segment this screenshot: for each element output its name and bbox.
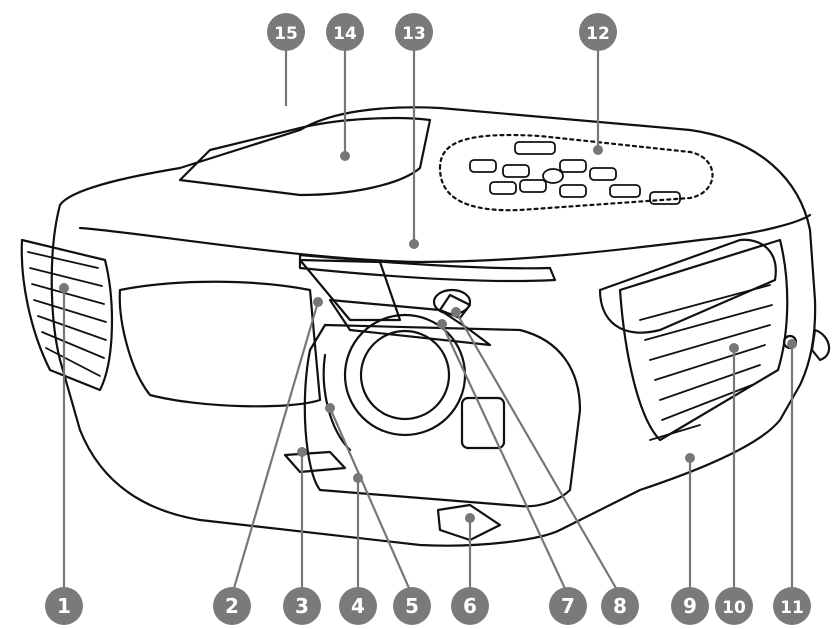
lens-housing xyxy=(303,323,582,508)
callout-label: 13 xyxy=(402,24,426,44)
callout-14: 14 xyxy=(326,13,364,51)
rear-foot xyxy=(810,328,831,362)
callout-label: 9 xyxy=(683,594,697,618)
callout-4: 4 xyxy=(339,587,377,625)
callout-label: 14 xyxy=(333,24,357,44)
callout-label: 1 xyxy=(57,594,71,618)
callout-label: 11 xyxy=(780,598,804,618)
callout-13: 13 xyxy=(395,13,433,51)
zoom-focus-tray xyxy=(298,258,402,322)
callout-10: 10 xyxy=(715,587,753,625)
sensor-window xyxy=(460,396,506,450)
lamp-cover xyxy=(178,116,432,197)
callout-3: 3 xyxy=(283,587,321,625)
control-panel-buttons xyxy=(469,141,681,205)
foot-lever xyxy=(283,450,347,474)
callout-label: 2 xyxy=(225,594,239,618)
callout-15: 15 xyxy=(267,13,305,51)
right-air-vent xyxy=(618,238,789,442)
callout-label: 6 xyxy=(463,594,477,618)
front-panel-recess xyxy=(118,280,322,408)
callout-label: 15 xyxy=(274,24,298,44)
lens-inner-ring xyxy=(359,329,451,421)
callout-9: 9 xyxy=(671,587,709,625)
side-cover xyxy=(598,238,777,334)
top-surface-edge xyxy=(78,213,812,264)
left-air-vent xyxy=(20,238,114,392)
callout-5: 5 xyxy=(393,587,431,625)
lens-cover-slide xyxy=(328,298,492,347)
callout-11: 11 xyxy=(773,587,811,625)
vent-slats-right xyxy=(639,284,773,441)
leader-dots xyxy=(59,145,797,523)
callout-1: 1 xyxy=(45,587,83,625)
callout-label: 12 xyxy=(586,24,610,44)
callout-label: 10 xyxy=(722,598,746,618)
leader-lines xyxy=(62,48,794,596)
projector-body xyxy=(50,106,817,547)
callout-8: 8 xyxy=(601,587,639,625)
callout-label: 8 xyxy=(613,594,627,618)
lens-shift-slot xyxy=(298,253,557,283)
callout-label: 3 xyxy=(295,594,309,618)
callout-7: 7 xyxy=(549,587,587,625)
callout-label: 4 xyxy=(351,594,365,618)
callout-label: 5 xyxy=(405,594,419,618)
vent-slats-left xyxy=(27,251,107,377)
control-panel-area xyxy=(438,133,714,212)
callout-6: 6 xyxy=(451,587,489,625)
callout-12: 12 xyxy=(579,13,617,51)
front-foot xyxy=(436,503,502,542)
callout-2: 2 xyxy=(213,587,251,625)
callout-label: 7 xyxy=(561,594,575,618)
callouts: 1 2 3 4 5 6 7 8 xyxy=(45,13,811,625)
